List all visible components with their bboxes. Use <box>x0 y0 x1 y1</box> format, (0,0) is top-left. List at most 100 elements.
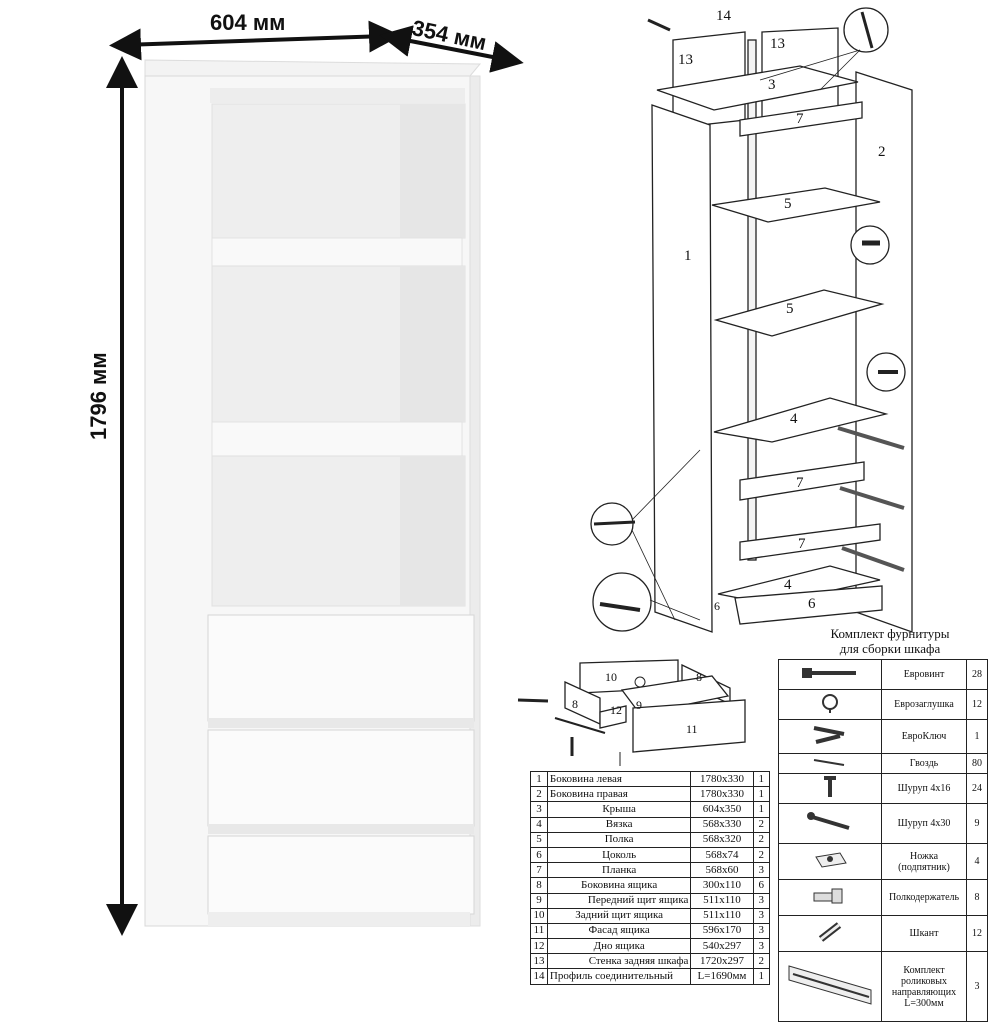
hardware-qty: 12 <box>966 915 988 952</box>
part-number: 10 <box>530 907 548 924</box>
part-name: Цоколь <box>546 846 692 864</box>
table-row: ЕвроКлюч 1 <box>778 719 988 754</box>
hardware-qty: 4 <box>966 843 988 880</box>
part-label: 5 <box>784 196 792 212</box>
hardware-name-suffix: Ключ <box>922 731 947 742</box>
hardware-qty: 9 <box>966 803 988 844</box>
part-qty: 2 <box>752 816 771 833</box>
part-label: 12 <box>610 703 622 717</box>
part-label: 5 <box>786 301 794 317</box>
part-label: 11 <box>686 722 698 736</box>
eurobolt-icon <box>778 659 882 690</box>
part-label: 9 <box>636 698 642 712</box>
cap-icon <box>778 689 882 720</box>
part-name: Дно ящика <box>546 938 692 955</box>
part-size: 1720х297 <box>690 953 754 970</box>
part-number: 5 <box>530 831 548 848</box>
part-number: 13 <box>530 953 548 970</box>
part-name: Стенка задняя шкафа <box>546 953 692 970</box>
part-number: 4 <box>530 816 548 833</box>
part-name: Профиль соединительный <box>546 968 692 985</box>
hardware-name: Гвоздь <box>881 753 967 774</box>
part-number: 12 <box>530 938 548 955</box>
depth-arrow <box>379 25 524 73</box>
part-number: 11 <box>530 922 548 940</box>
hardware-qty: 8 <box>966 879 988 916</box>
hardware-table: Евровинт 28 Еврозаглушка 12 ЕвроКлюч 1 Г… <box>778 659 988 1022</box>
part-label: 14 <box>716 8 731 24</box>
part-name: Боковина ящика <box>546 877 692 894</box>
nail-icon <box>778 753 882 774</box>
part-name: Полка <box>546 831 692 848</box>
drawer-rail-icon <box>778 951 882 1022</box>
part-size: 568х60 <box>690 862 754 879</box>
part-label: 7 <box>798 536 806 552</box>
part-label: 13 <box>770 36 785 52</box>
hardware-qty: 1 <box>966 719 988 754</box>
width-label: 604 мм <box>210 10 286 35</box>
hardware-name: Еврозаглушка <box>881 689 967 720</box>
part-number: 2 <box>530 786 548 803</box>
part-name: Боковина левая <box>546 770 692 788</box>
part-number: 8 <box>530 877 548 894</box>
part-label: 6 <box>808 596 816 612</box>
part-qty: 6 <box>752 877 771 894</box>
part-name: Крыша <box>546 801 692 818</box>
part-qty: 3 <box>752 938 771 955</box>
short-screw-icon <box>778 773 882 804</box>
hardware-name: Шуруп 4х16 <box>881 773 967 804</box>
part-label: 7 <box>796 475 804 491</box>
table-row: Шкант 12 <box>778 915 988 952</box>
part-label: 1 <box>684 248 692 264</box>
hardware-qty: 12 <box>966 689 988 720</box>
drawer-exploded-view <box>517 659 746 766</box>
table-row: Шуруп 4х30 9 <box>778 803 988 844</box>
hardware-title: Комплект фурнитуры для сборки шкафа <box>790 626 990 656</box>
part-label: 6 <box>714 599 720 613</box>
part-number: 6 <box>530 846 548 864</box>
part-name: Передний щит ящика <box>546 892 692 909</box>
part-label: 13 <box>678 52 693 68</box>
part-name: Вязка <box>546 816 692 833</box>
part-label: 10 <box>605 670 617 684</box>
part-label: 4 <box>790 411 798 427</box>
hex-key-icon <box>778 719 882 754</box>
part-label: 7 <box>796 111 804 127</box>
part-label: 8 <box>572 697 578 711</box>
part-label: 4 <box>784 577 792 593</box>
part-qty: 2 <box>752 831 771 848</box>
part-qty: 2 <box>752 846 771 864</box>
hardware-name: Шкант <box>881 915 967 952</box>
part-number: 7 <box>530 862 548 879</box>
part-qty: 1 <box>752 968 771 985</box>
part-qty: 1 <box>752 801 771 818</box>
part-size: 568х320 <box>690 831 754 848</box>
table-row: Полкодержатель 8 <box>778 879 988 916</box>
part-qty: 1 <box>752 770 771 788</box>
part-size: 596х170 <box>690 922 754 940</box>
hardware-name: ЕвроКлюч <box>881 719 967 754</box>
exploded-view <box>590 7 913 633</box>
hardware-qty: 28 <box>966 659 988 690</box>
part-number: 14 <box>530 968 548 985</box>
hardware-name-prefix: Евро <box>901 731 923 742</box>
part-qty: 1 <box>752 786 771 803</box>
part-qty: 3 <box>752 862 771 879</box>
part-name: Фасад ящика <box>546 922 692 940</box>
height-label: 1796 мм <box>86 352 111 440</box>
part-qty: 2 <box>752 953 771 970</box>
part-name: Боковина правая <box>546 786 692 803</box>
